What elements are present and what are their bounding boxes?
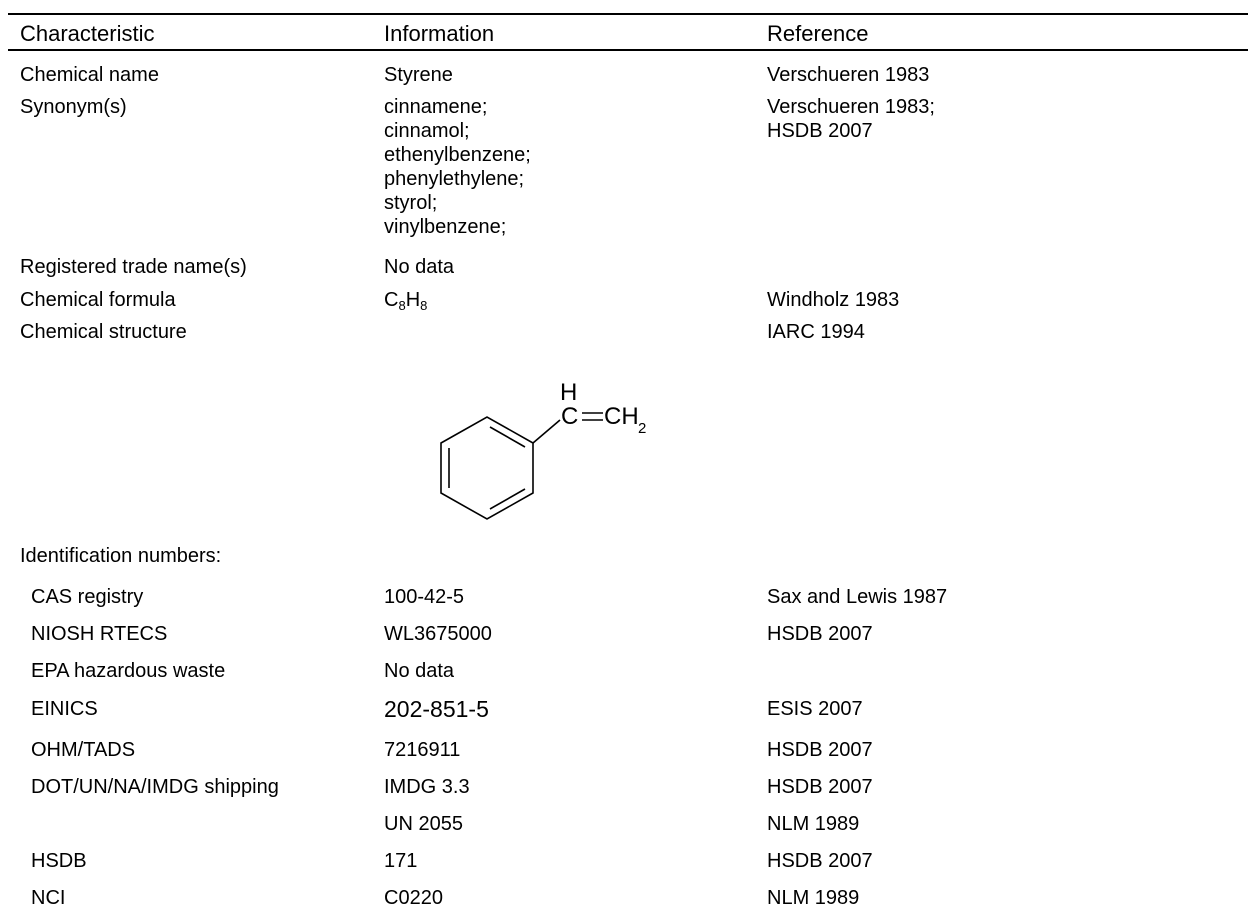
synonym-item: vinylbenzene; [384,216,507,238]
chemical-name-value: Styrene [384,64,453,86]
rtecs-value: WL3675000 [384,623,492,645]
formula-ref: Windholz 1983 [767,289,900,311]
ohm-ref: HSDB 2007 [767,739,873,761]
synonyms-label: Synonym(s) [20,96,127,118]
structure-label: Chemical structure [20,321,187,343]
header-characteristic: Characteristic [20,21,155,46]
header-rule [8,49,1248,51]
nci-ref: NLM 1989 [767,887,860,909]
formula-c: C [384,289,399,311]
formula-c-sub: 8 [398,298,406,313]
epa-value: No data [384,660,455,682]
synonyms-ref: Verschueren 1983; [767,96,935,118]
header-information: Information [384,21,495,46]
dot-ref: HSDB 2007 [767,776,873,798]
benzene-ring [440,412,603,520]
einics-label: EINICS [31,698,98,720]
structure-ref: IARC 1994 [767,321,865,343]
rtecs-ref: HSDB 2007 [767,623,873,645]
einics-ref: ESIS 2007 [767,698,863,720]
formula-h: H [405,289,421,311]
atom-c: C [561,403,578,430]
synonym-item: styrol; [384,192,438,214]
synonym-item: ethenylbenzene; [384,144,531,166]
chemical-name-label: Chemical name [20,64,159,86]
atom-h: H [560,379,577,406]
ring-outline [440,416,534,520]
un-ref: NLM 1989 [767,813,860,835]
styrene-structure-diagram: H C CH 2 [440,379,646,520]
hsdb-value: 171 [384,850,418,872]
synonym-item: cinnamol; [384,120,470,142]
cas-label: CAS registry [31,586,144,608]
rtecs-label: NIOSH RTECS [31,623,168,645]
formula-label: Chemical formula [20,289,176,311]
ring-inner-bond [489,488,526,510]
dot-label: DOT/UN/NA/IMDG shipping [31,776,279,798]
nci-label: NCI [31,887,66,909]
cas-value: 100-42-5 [384,586,465,608]
chemical-name-ref: Verschueren 1983 [767,64,930,86]
epa-label: EPA hazardous waste [31,660,226,682]
synonym-item: cinnamene; [384,96,488,118]
atom-ch: CH [604,403,639,430]
ohm-label: OHM/TADS [31,739,136,761]
vinyl-bond [532,419,561,444]
hsdb-ref: HSDB 2007 [767,850,873,872]
dot-value: IMDG 3.3 [384,776,470,798]
formula-value: C8H8 [384,288,427,312]
cas-ref: Sax and Lewis 1987 [767,586,948,608]
hsdb-label: HSDB [31,850,87,872]
un-value: UN 2055 [384,813,463,835]
ohm-value: 7216911 [384,739,461,761]
synonyms-ref: HSDB 2007 [767,120,873,142]
nci-value: C0220 [384,887,443,909]
atom-ch-sub: 2 [638,420,646,437]
identification-heading: Identification numbers: [20,545,222,567]
header-reference: Reference [767,21,869,46]
trade-names-label: Registered trade name(s) [20,256,247,278]
formula-h-sub: 8 [420,298,428,313]
trade-names-value: No data [384,256,455,278]
einics-value: 202-851-5 [384,696,489,722]
top-rule [8,13,1248,15]
ring-inner-bond [489,426,526,448]
synonym-item: phenylethylene; [384,168,525,190]
